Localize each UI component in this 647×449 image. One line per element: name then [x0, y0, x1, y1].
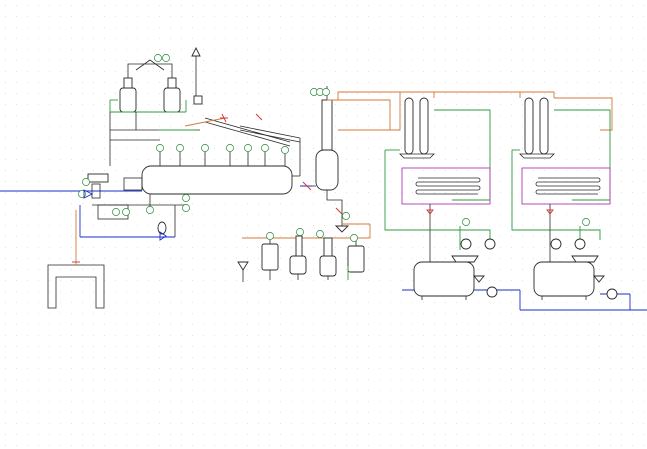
inclined-condensers	[184, 117, 301, 177]
distillation-column	[242, 86, 400, 239]
instrument-tags	[78, 54, 590, 242]
main-reactor	[87, 150, 293, 237]
condenser-unit-1	[384, 91, 498, 300]
vapor-separators	[109, 46, 203, 166]
furnace	[47, 210, 105, 309]
condenser-unit-2	[400, 91, 618, 300]
valves	[83, 113, 343, 241]
receiver-tanks	[237, 235, 365, 282]
